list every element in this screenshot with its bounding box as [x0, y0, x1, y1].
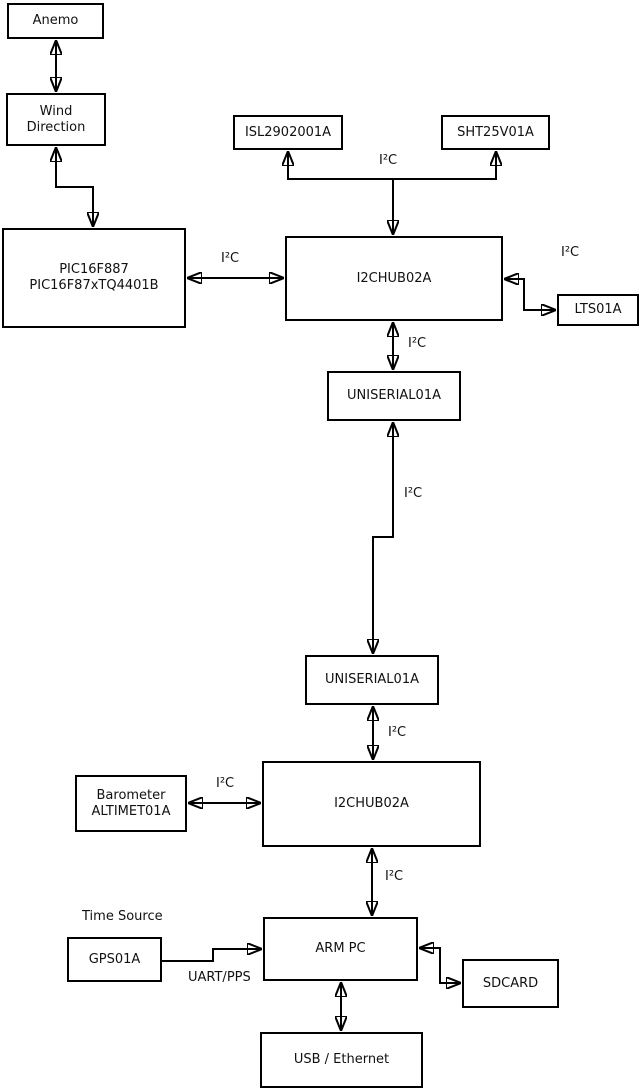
node-label-line2: Direction [26, 119, 86, 135]
node-arm-pc: ARM PC [263, 917, 418, 981]
node-i2c-hub-upper: I2CHUB02A [285, 236, 503, 321]
edge-label-i2c-barometer-hub: I²C [216, 776, 235, 791]
edge-label-i2c-pic-hub: I²C [221, 251, 240, 266]
node-label: Anemo [32, 13, 79, 28]
node-label: LTS01A [574, 302, 622, 317]
node-i2c-hub-lower: I2CHUB02A [262, 761, 481, 847]
edge-label-i2c-hub-lts: I²C [561, 245, 580, 260]
node-label: UNISERIAL01A [347, 388, 441, 403]
node-sdcard: SDCARD [462, 959, 559, 1008]
edge-label-i2c-sensors: I²C [379, 153, 398, 168]
node-label: I2CHUB02A [334, 796, 409, 811]
node-label-line1: PIC16F887 [59, 262, 129, 277]
connector-hub1-lts [505, 279, 555, 310]
connector-hub1-isl [288, 152, 393, 180]
node-label: SDCARD [482, 975, 539, 991]
node-label: SHT25V01A [457, 124, 534, 140]
connector-uni1-uni2 [373, 423, 393, 653]
node-label-line2: ALTIMET01A [91, 803, 171, 819]
node-label: ISL2902001A [244, 124, 332, 140]
node-label-line1: Barometer [96, 787, 166, 803]
edge-label-uart-pps: UART/PPS [188, 970, 251, 985]
connector-arm-sdcard [420, 948, 460, 983]
label-time-source: Time Source [82, 909, 163, 924]
connector-hub1-sht [393, 152, 496, 180]
node-sht25v01a: SHT25V01A [441, 115, 550, 150]
node-label-line2: PIC16F87xTQ4401B [29, 278, 159, 293]
node-label: USB / Ethernet [293, 1052, 390, 1067]
edge-label-i2c-uniserial-link: I²C [404, 486, 423, 501]
node-pic-microcontroller: PIC16F887 PIC16F87xTQ4401B [2, 228, 186, 328]
node-label: UNISERIAL01A [325, 672, 419, 687]
node-usb-ethernet: USB / Ethernet [260, 1032, 423, 1088]
connector-wind-pic [56, 148, 93, 226]
node-gps01a: GPS01A [67, 937, 162, 982]
node-isl2902001a: ISL2902001A [233, 115, 343, 150]
connector-gps-arm [162, 949, 261, 962]
node-wind-direction: Wind Direction [6, 93, 106, 146]
edge-label-i2c-uniserial-hub: I²C [388, 725, 407, 740]
node-uniserial-lower: UNISERIAL01A [305, 655, 439, 705]
node-lts01a: LTS01A [557, 294, 639, 326]
node-label-line1: Wind [39, 103, 73, 119]
node-label: ARM PC [315, 941, 366, 956]
node-uniserial-upper: UNISERIAL01A [327, 371, 461, 421]
edge-label-i2c-hub-armpc: I²C [385, 869, 404, 884]
node-label: I2CHUB02A [356, 270, 432, 286]
edge-label-i2c-hub-uniserial: I²C [408, 336, 427, 351]
node-anemometer: Anemo [7, 3, 104, 39]
node-label: GPS01A [88, 951, 141, 967]
node-barometer: Barometer ALTIMET01A [75, 775, 187, 832]
